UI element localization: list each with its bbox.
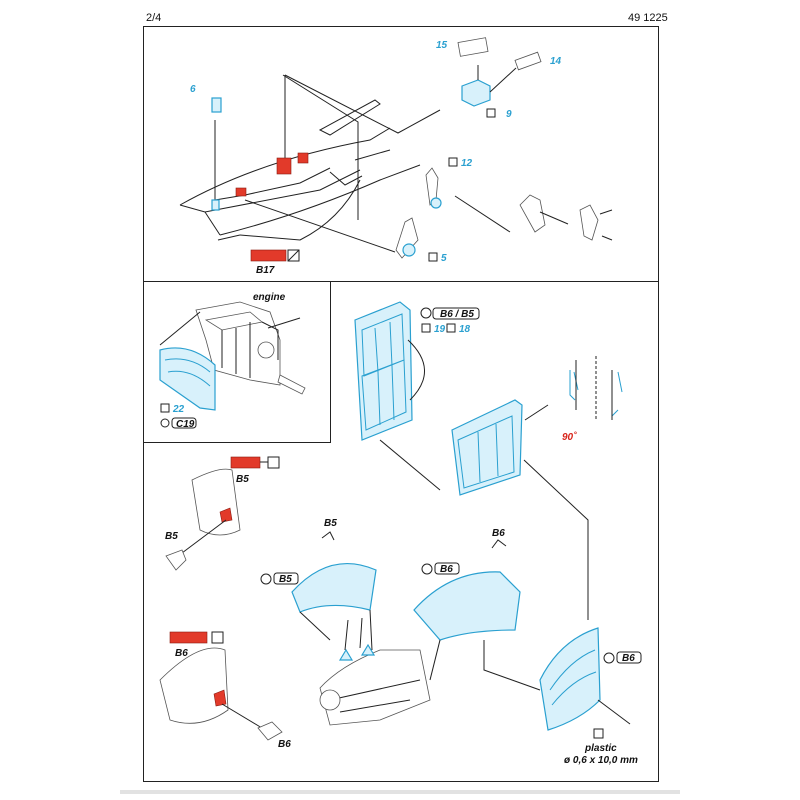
part-6 [211,97,222,113]
b5-small-part [165,549,187,571]
red-mark [213,689,227,707]
engine-cover-part-22 [159,347,216,411]
label-b5-top: B5 [236,474,249,485]
leader-line [429,639,441,681]
remove-plastic-icon [260,573,272,585]
red-bracket-part [297,152,309,164]
leader-line [523,459,589,620]
remove-plastic-icon [420,307,432,319]
paint-chip-icon [211,631,224,644]
label-22: 22 [172,404,185,415]
label-9: 9 [506,109,512,120]
leader-line [454,195,511,233]
label-b5-box: B5 [279,574,292,585]
part-code: 49 1225 [628,12,668,24]
label-19: 19 [434,324,446,335]
bend-symbol-icon [593,728,604,739]
label-b6-small: B6 [278,739,291,750]
radius-symbol-icon [446,323,456,333]
bend-angle: 90˚ [562,431,577,443]
main-panel [143,281,659,782]
label-18: 18 [459,324,471,335]
leader-line [483,640,541,691]
door-panel-lower [451,399,523,496]
part-6-placed [211,199,220,211]
check-box-icon [428,252,438,262]
tag-box [432,307,480,320]
leader-line [284,74,441,134]
label-b6-left: B6 [175,648,188,659]
tag-box [434,562,460,575]
label-5: 5 [441,253,447,264]
check-box-icon [448,157,458,167]
leader-line [524,404,549,421]
red-bracket-part [235,187,247,197]
label-12: 12 [461,158,473,169]
leader-line [379,439,441,491]
leader-line [354,149,391,161]
label-c19: C19 [176,419,195,430]
b5-part [191,468,241,536]
red-bracket-part [276,157,292,175]
page-number: 2/4 [146,12,162,24]
b6-cover-part [413,571,521,641]
cowl-part-b6 [539,627,631,731]
part-9-box [461,79,491,107]
remove-plastic-icon [160,418,170,428]
fuselage-frame [179,99,421,241]
lever-assembly [395,167,613,259]
leader-line [221,703,263,729]
engine-drawing [159,301,306,395]
check-box-icon [486,108,496,118]
b5-cover-part [291,563,377,613]
part-15-plate [457,37,489,57]
label-15: 15 [436,40,448,51]
tag-box [171,417,197,429]
label-6: 6 [190,84,196,95]
bend-detail [569,356,623,420]
remove-plastic-icon [421,563,433,575]
tag-box [273,572,299,585]
label-b6-box1: B6 [440,564,453,575]
paint-chip-icon [250,249,287,262]
label-b17: B17 [256,265,275,276]
check-box-icon [160,403,170,413]
engine-label: engine [253,292,286,303]
b6-part [159,647,229,724]
leader-line [282,74,359,220]
paint-chip-icon [230,456,261,469]
leader-line [181,519,227,554]
remove-plastic-icon [603,652,615,664]
fuselage-nose [319,617,431,726]
label-b5-mid: B5 [324,518,337,529]
tag-box [616,651,642,664]
door-panel-upper [354,301,425,441]
paint-chip-icon [267,456,280,469]
label-b5-small: B5 [165,531,178,542]
paint-chip-icon [169,631,208,644]
label-14: 14 [550,56,562,67]
check-box-icon [421,323,431,333]
label-b6-b5: B6 / B5 [440,309,474,320]
page-footer-bar [120,790,680,794]
leader-line [244,199,396,253]
red-mark [219,507,233,523]
label-b6-top: B6 [492,528,505,539]
plastic-dimensions: ø 0,6 x 10,0 mm [564,755,638,766]
plastic-label: plastic [584,743,617,754]
label-b6-box2: B6 [622,653,635,664]
leader-line [299,609,373,651]
part-14-plate [514,51,542,71]
b6-small-part [257,721,283,741]
